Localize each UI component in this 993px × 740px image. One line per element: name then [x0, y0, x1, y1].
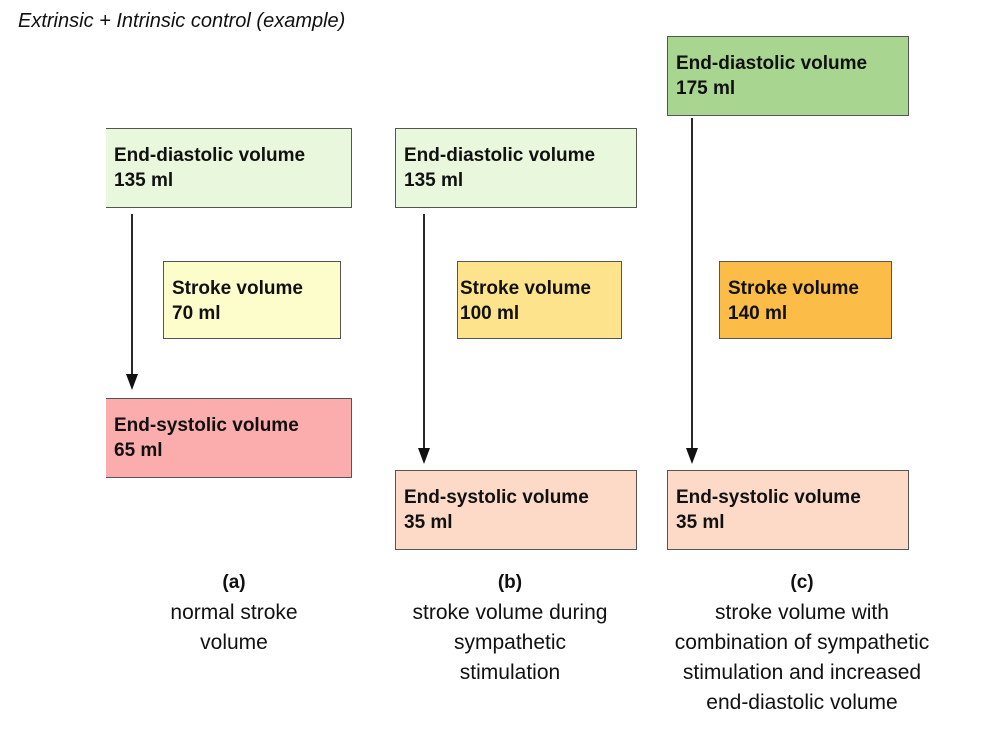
esv-value: 65 ml [114, 440, 163, 461]
esv-value: 35 ml [404, 512, 453, 533]
esv-label: End-systolic volume [114, 415, 299, 436]
sv-box-b: Stroke volume 100 ml [457, 261, 622, 339]
esv-value: 35 ml [676, 512, 725, 533]
edv-value: 135 ml [114, 170, 174, 191]
sv-value: 140 ml [728, 303, 788, 324]
caption-line: stimulation [459, 661, 561, 684]
esv-label: End-systolic volume [676, 487, 861, 508]
caption-line: normal stroke [170, 601, 298, 624]
edv-value: 135 ml [404, 170, 464, 191]
edv-label: End-diastolic volume [114, 145, 306, 166]
edv-box-b: End-diastolic volume 135 ml [395, 128, 637, 208]
sv-value: 70 ml [172, 303, 221, 324]
diagram-title: Extrinsic + Intrinsic control (example) [18, 10, 346, 32]
panel-letter: (b) [497, 572, 523, 593]
panel-letter: (c) [790, 572, 814, 593]
sv-label: Stroke volume [172, 278, 303, 299]
caption-line: sympathetic [453, 631, 567, 654]
esv-box-a: End-systolic volume 65 ml [106, 398, 352, 478]
sv-box-c: Stroke volume 140 ml [719, 261, 892, 339]
caption-line: stroke volume with [715, 601, 889, 624]
caption-b: (b) stroke volume during sympathetic sti… [380, 568, 640, 688]
caption-line: volume [200, 631, 268, 654]
caption-line: combination of sympathetic [674, 631, 930, 654]
caption-line: end-diastolic volume [706, 691, 898, 714]
esv-label: End-systolic volume [404, 487, 589, 508]
arrowhead-c [686, 448, 698, 464]
esv-box-b: End-systolic volume 35 ml [395, 470, 637, 550]
esv-box-c: End-systolic volume 35 ml [667, 470, 909, 550]
sv-label: Stroke volume [460, 278, 591, 299]
caption-line: stroke volume during [412, 601, 608, 624]
edv-label: End-diastolic volume [404, 145, 596, 166]
sv-value: 100 ml [460, 303, 520, 324]
arrowhead-a [126, 374, 138, 390]
edv-label: End-diastolic volume [676, 53, 868, 74]
edv-box-c: End-diastolic volume 175 ml [667, 36, 909, 116]
edv-value: 175 ml [676, 78, 736, 99]
caption-c: (c) stroke volume with combination of sy… [642, 568, 962, 718]
panel-letter: (a) [222, 572, 246, 593]
caption-line: stimulation and increased [682, 661, 922, 684]
arrowhead-b [418, 448, 430, 464]
caption-a: (a) normal stroke volume [134, 568, 334, 658]
sv-box-a: Stroke volume 70 ml [163, 261, 341, 339]
sv-label: Stroke volume [728, 278, 859, 299]
edv-box-a: End-diastolic volume 135 ml [106, 128, 352, 208]
